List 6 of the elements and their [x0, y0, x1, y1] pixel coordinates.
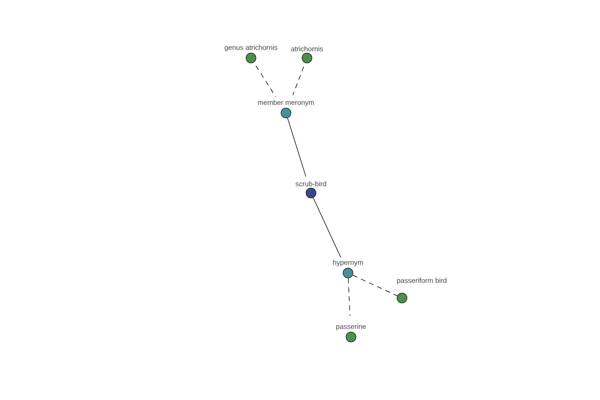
connector-line — [352, 274, 398, 296]
connector-line — [312, 197, 342, 258]
connector-line — [256, 66, 276, 98]
connector-line — [292, 66, 304, 96]
connector-line — [287, 118, 306, 177]
connector-line — [348, 278, 350, 316]
